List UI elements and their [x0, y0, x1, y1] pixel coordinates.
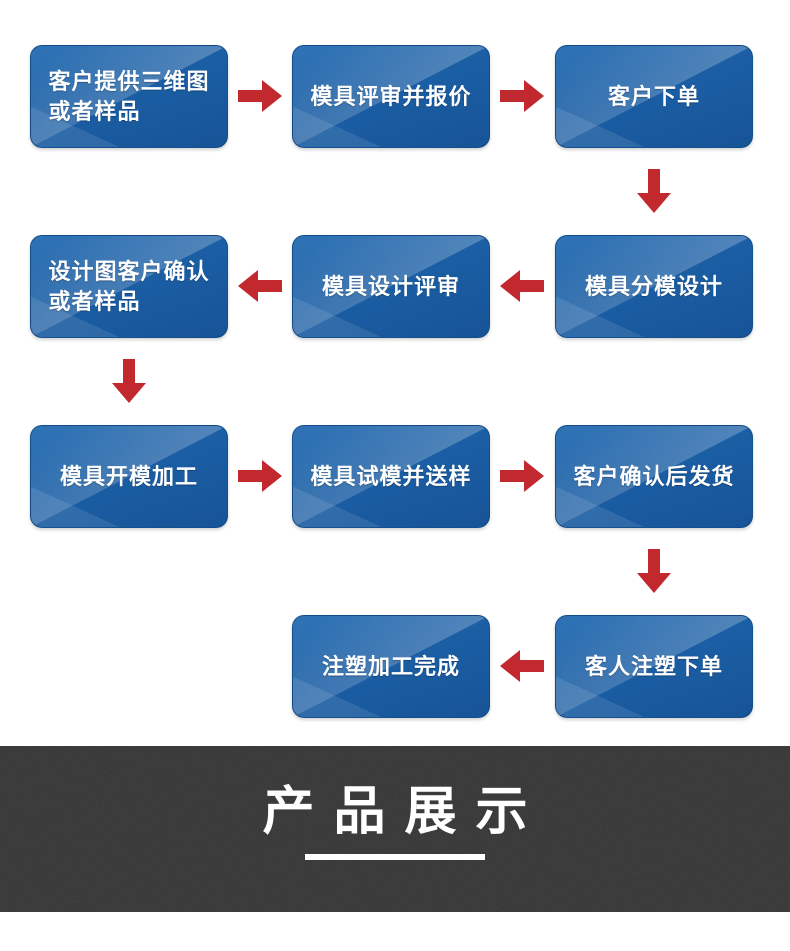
flow-step-customer-provides-drawing: 客户提供三维图 或者样品: [30, 45, 228, 148]
flow-step-label: 注塑加工完成: [321, 653, 460, 679]
flow-step-label: 客户确认后发货: [573, 463, 735, 489]
flow-step-ship-after-confirm: 客户确认后发货: [555, 425, 753, 528]
flow-step-label: 模具分模设计: [584, 273, 723, 299]
arrow-left-icon: [238, 270, 282, 302]
flow-step-label: 客人注塑下单: [584, 653, 723, 679]
flow-step-mold-parting-design: 模具分模设计: [555, 235, 753, 338]
arrow-right-icon: [238, 460, 282, 492]
banner-underline: [305, 854, 485, 860]
flow-step-mold-design-review: 模具设计评审: [292, 235, 490, 338]
arrow-right-icon: [500, 460, 544, 492]
flow-step-label: 模具设计评审: [321, 273, 460, 299]
arrow-right-icon: [500, 80, 544, 112]
flow-step-injection-complete: 注塑加工完成: [292, 615, 490, 718]
flow-step-mold-making: 模具开模加工: [30, 425, 228, 528]
arrow-left-icon: [500, 650, 544, 682]
flow-step-label: 模具开模加工: [59, 463, 198, 489]
flow-step-design-customer-confirm: 设计图客户确认 或者样品: [30, 235, 228, 338]
section-banner: 产品展示: [0, 746, 790, 912]
banner-content: 产品展示: [0, 746, 790, 912]
arrow-right-icon: [238, 80, 282, 112]
flow-step-label: 模具评审并报价: [310, 83, 472, 109]
flow-step-label: 模具试模并送样: [310, 463, 472, 489]
arrow-down-icon: [112, 359, 146, 403]
flow-step-label: 客户提供三维图 或者样品: [48, 68, 210, 124]
flow-step-customer-order: 客户下单: [555, 45, 753, 148]
flow-step-label: 客户下单: [607, 83, 700, 109]
flow-step-injection-order: 客人注塑下单: [555, 615, 753, 718]
banner-title: 产品展示: [262, 783, 547, 841]
arrow-down-icon: [637, 169, 671, 213]
flow-step-mold-trial-sample: 模具试模并送样: [292, 425, 490, 528]
arrow-down-icon: [637, 549, 671, 593]
arrow-left-icon: [500, 270, 544, 302]
flow-step-label: 设计图客户确认 或者样品: [48, 258, 210, 314]
flow-step-mold-review-quote: 模具评审并报价: [292, 45, 490, 148]
